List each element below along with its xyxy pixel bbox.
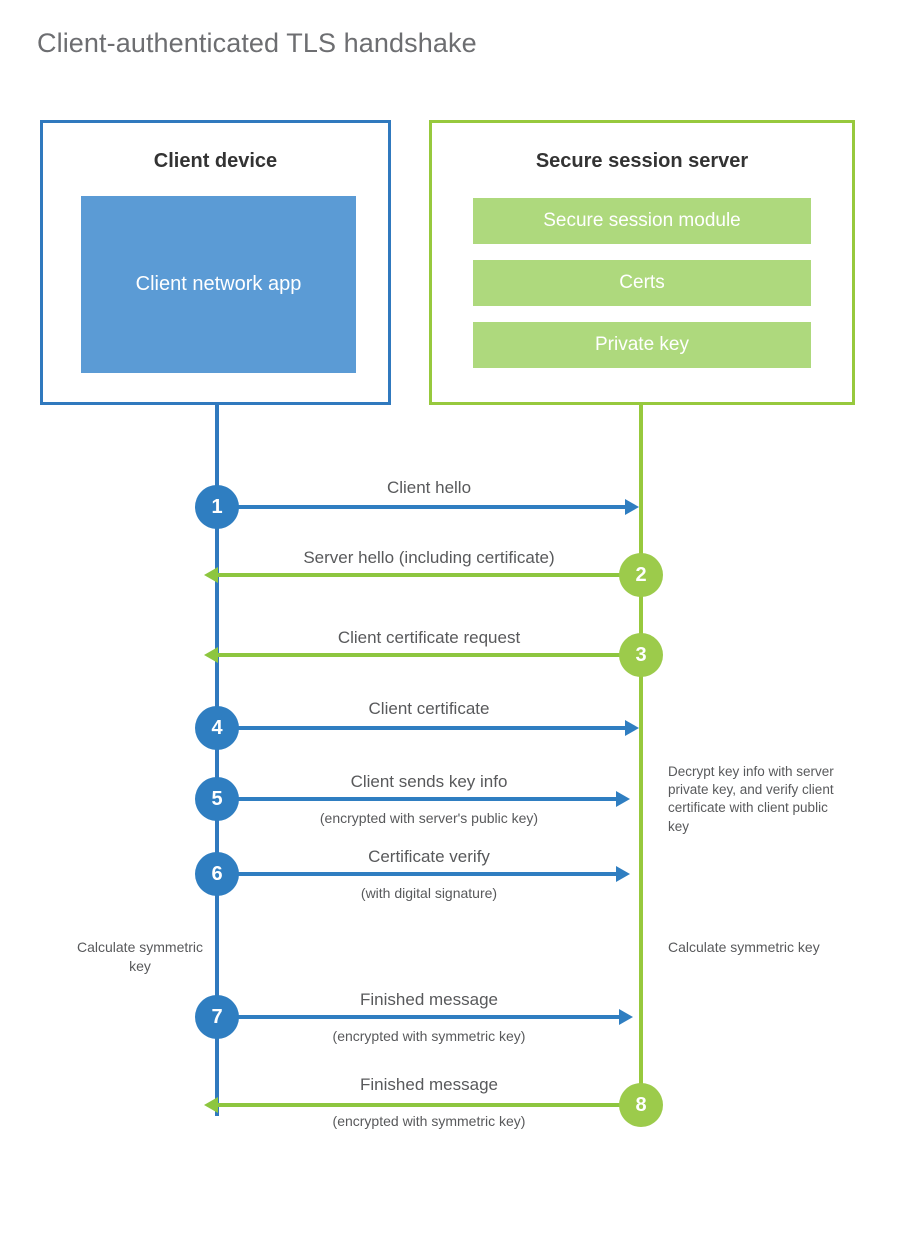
message-label-7: Finished message [360,990,498,1009]
message-arrow-4 [217,720,639,736]
message-label-3: Client certificate request [337,628,521,647]
message-label-1: Client hello [386,478,472,497]
arrowhead-right-icon [616,791,630,807]
step-circle-5: 5 [195,777,239,821]
server-module-certs: Certs [473,260,811,306]
client-lifeline [215,405,219,1116]
message-sublabel-5: (encrypted with server's public key) [319,810,539,826]
message-arrow-7 [217,1009,633,1025]
step-circle-1: 1 [195,485,239,529]
secure-session-server-title: Secure session server [535,150,749,172]
message-arrow-2 [204,567,626,583]
message-label-6: Certificate verify [368,847,490,866]
server-module-private-key: Private key [473,322,811,368]
server-lifeline [639,405,643,1105]
message-label-2: Server hello (including certificate) [303,548,555,567]
arrowhead-left-icon [204,1097,218,1113]
message-sublabel-8: (encrypted with symmetric key) [332,1113,526,1129]
arrowhead-right-icon [625,499,639,515]
client-device-box: Client device Client network app [40,120,391,405]
arrowhead-right-icon [619,1009,633,1025]
note-server-calculate-symmetric-key: Calculate symmetric key [668,939,820,955]
step-circle-6: 6 [195,852,239,896]
secure-session-server-box: Secure session server Secure session mod… [429,120,855,405]
message-sublabel-6: (with digital signature) [360,885,498,901]
step-circle-7: 7 [195,995,239,1039]
message-label-5: Client sends key info [350,772,508,791]
message-sublabel-7: (encrypted with symmetric key) [332,1028,526,1044]
step-circle-4: 4 [195,706,239,750]
message-arrow-6 [217,866,630,882]
message-label-8: Finished message [360,1075,498,1094]
message-arrow-3 [204,647,626,663]
message-label-4: Client certificate [368,699,490,718]
arrowhead-right-icon [616,866,630,882]
arrowhead-right-icon [625,720,639,736]
step-circle-3: 3 [619,633,663,677]
server-module-list: Secure session module Certs Private key [473,198,811,384]
arrowhead-left-icon [204,567,218,583]
message-arrow-5 [217,791,630,807]
message-arrow-1 [217,499,639,515]
page-title: Client-authenticated TLS handshake [37,28,477,58]
arrowhead-left-icon [204,647,218,663]
step-circle-2: 2 [619,553,663,597]
client-network-app-block: Client network app [81,196,356,373]
client-device-title: Client device [153,150,278,172]
server-module-secure-session-module: Secure session module [473,198,811,244]
step-circle-8: 8 [619,1083,663,1127]
message-arrow-8 [204,1097,626,1113]
note-client-calculate-symmetric-key: Calculate symmetric key [76,939,204,974]
note-server-decrypt: Decrypt key info with server private key… [668,764,834,834]
